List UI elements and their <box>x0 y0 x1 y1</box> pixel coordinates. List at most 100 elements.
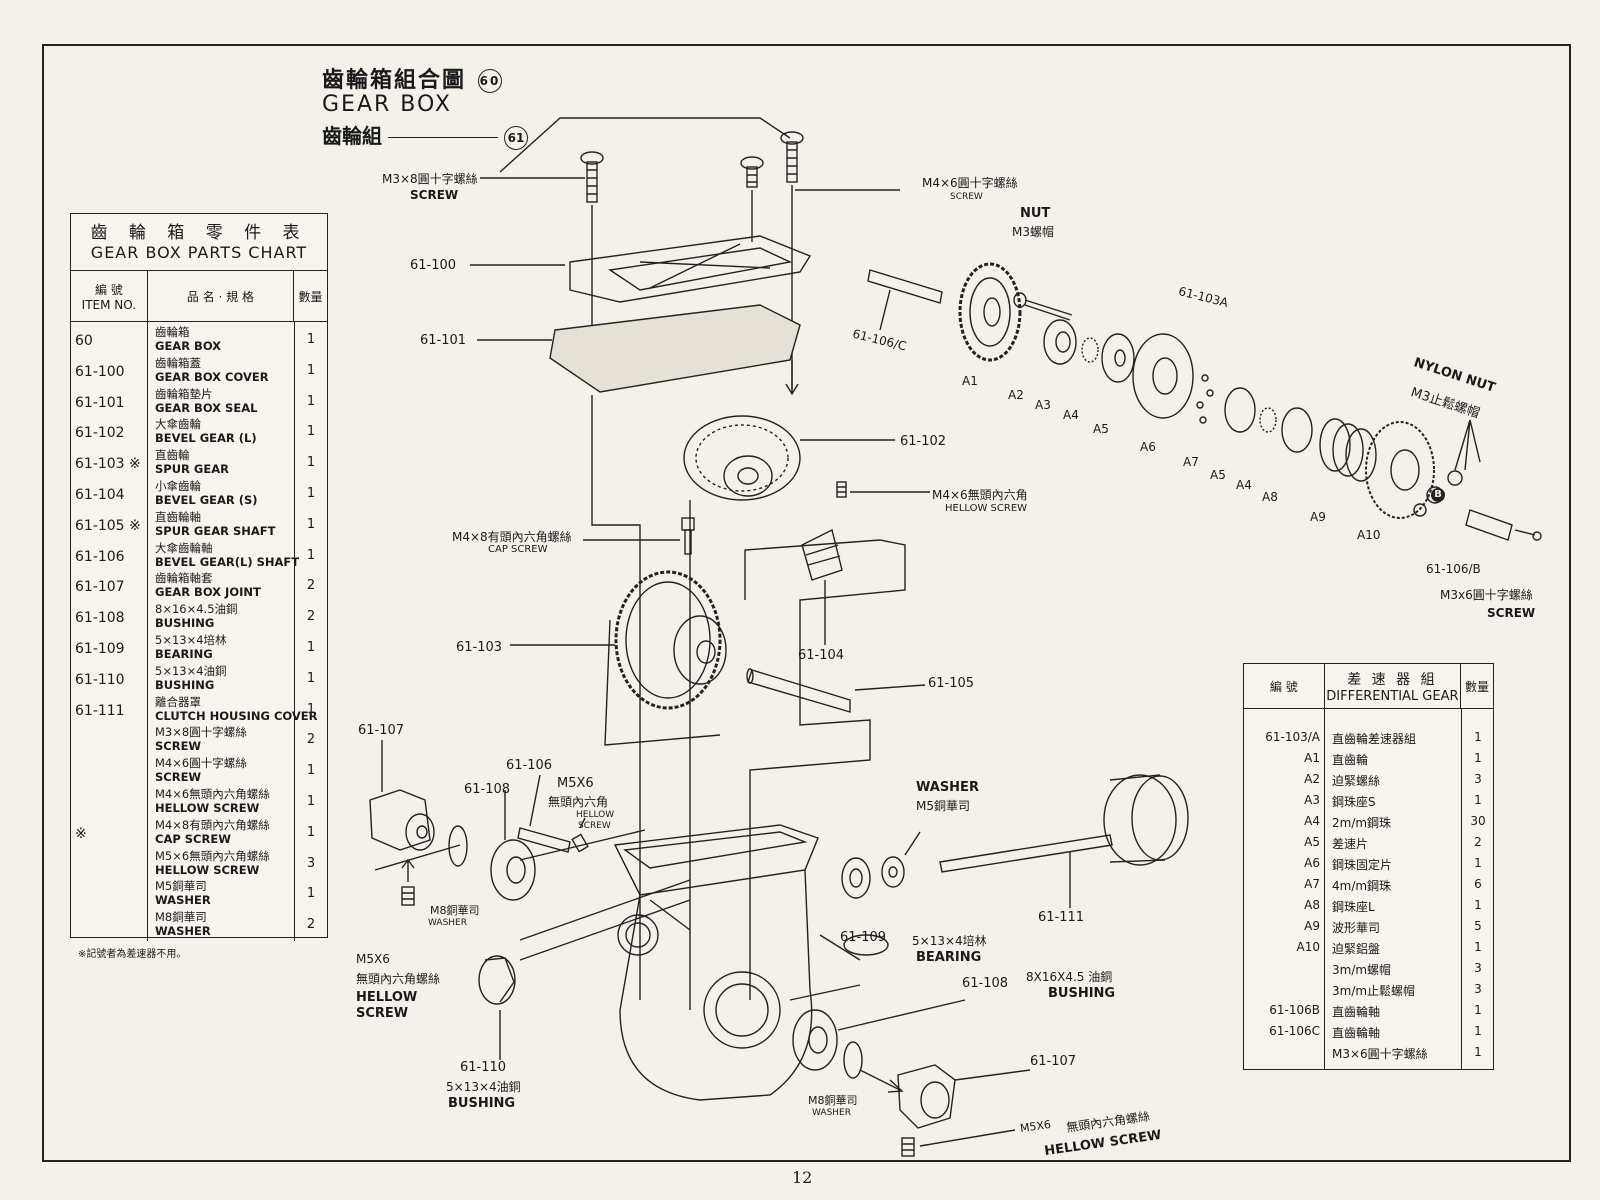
item-name-en: SPUR GEAR <box>155 462 229 477</box>
item-no: 61-103 ※ <box>75 456 141 473</box>
label-61-108: 61-108 <box>464 782 511 797</box>
title-number-badge: 60 <box>478 69 503 93</box>
diff-item-name: 鋼珠座S <box>1332 795 1376 809</box>
item-no: 61-105 ※ <box>75 517 141 534</box>
differential-chart: 編 號 差 速 器 組 DIFFERENTIAL GEAR 數量 61-103/… <box>1243 663 1494 1070</box>
m3x8-screw-icon <box>580 151 604 203</box>
item-name-en: GEAR BOX JOINT <box>155 585 261 600</box>
nut-icon <box>1013 292 1027 308</box>
item-qty: 1 <box>306 393 316 409</box>
gear-box-seal <box>549 304 801 393</box>
item-no: 61-102 <box>75 425 125 442</box>
leader-line <box>499 117 791 173</box>
item-name-zh: M4×6圓十字螺絲 <box>155 756 247 771</box>
label-a9: A9 <box>1310 510 1326 524</box>
seat-a8-icon <box>1281 407 1313 453</box>
diff-item-no: A8 <box>1304 898 1320 912</box>
label-washer-2: WASHER <box>428 918 467 928</box>
cover-rib <box>608 247 793 291</box>
bushing-61-110-icon <box>478 955 516 1005</box>
parts-chart-column-headers: 編 號 ITEM NO. 品 名 · 規 格 數量 <box>71 271 327 322</box>
parts-chart-footnote: ※記號者為差速器不用。 <box>78 949 187 960</box>
diff-col-no: 編 號 <box>1244 664 1325 708</box>
label-hellow-screw: HELLOW SCREW <box>945 503 1028 514</box>
label-screw-3: SCREW <box>1487 606 1536 620</box>
label-bushing-2: BUSHING <box>448 1096 516 1111</box>
label-61-111: 61-111 <box>1038 910 1085 925</box>
leader-line <box>919 1129 1016 1147</box>
label-bearing: BEARING <box>916 950 982 965</box>
label-hellow: HELLOW <box>576 810 615 820</box>
diff-title-en: DIFFERENTIAL GEAR <box>1326 688 1459 704</box>
item-qty: 1 <box>306 547 316 563</box>
item-name-zh: 5×13×4油銅 <box>155 663 227 678</box>
item-no: 61-104 <box>75 487 125 503</box>
item-name-en: GEAR BOX SEAL <box>155 400 258 415</box>
seat-a3-icon <box>1043 319 1077 365</box>
item-name-zh: 齒輪箱軸套 <box>155 571 213 586</box>
label-nut-m3: M3螺帽 <box>1012 225 1054 239</box>
diff-item-name: 迫緊鋁盤 <box>1332 942 1381 956</box>
diff-item-name: M3×6圓十字螺絲 <box>1332 1047 1428 1061</box>
column-divider <box>294 322 295 941</box>
label-a7: A7 <box>1183 455 1199 469</box>
diagram-title-en: GEAR BOX <box>322 92 452 117</box>
leader-line <box>1454 419 1481 471</box>
diff-item-no: A7 <box>1304 877 1320 891</box>
diff-item-no: A2 <box>1304 772 1320 786</box>
subtitle-zh-text: 齒輪組 <box>322 124 382 148</box>
label-a1: A1 <box>962 374 978 388</box>
label-hellow-left: HELLOW <box>356 990 418 1005</box>
item-qty: 2 <box>306 609 316 625</box>
m3x8-screw-icon <box>780 131 804 183</box>
item-no: 61-100 <box>75 363 125 380</box>
item-name-zh: 大傘齒輪軸 <box>155 540 213 555</box>
label-hellow-m4x6: M4×6無頭內六角 <box>932 488 1028 502</box>
label-nut: NUT <box>1020 206 1051 221</box>
hellow-screw-icon <box>901 1137 915 1157</box>
bevel-gear-large-icon <box>683 415 801 501</box>
item-name-en: HELLOW SCREW <box>155 801 260 815</box>
item-name-zh: 齒輪箱 <box>155 325 190 339</box>
item-qty: 1 <box>306 701 316 717</box>
item-name-en: BUSHING <box>155 677 215 692</box>
holder-a6-icon <box>1132 333 1194 419</box>
item-name-en: SCREW <box>155 770 202 785</box>
item-name-en: CLUTCH HOUSING COVER <box>155 708 318 723</box>
item-name-zh: M8銅華司 <box>155 910 207 925</box>
label-61-106b: 61-106/B <box>1426 562 1481 576</box>
bearing-61-109-icon <box>841 857 871 899</box>
label-a2: A2 <box>1008 388 1024 402</box>
item-name-zh: 5×13×4培林 <box>155 633 227 647</box>
diff-item-name: 2m/m鋼珠 <box>1332 816 1392 830</box>
diff-item-no: A5 <box>1304 835 1320 849</box>
label-a5: A5 <box>1093 422 1109 436</box>
label-a6: A6 <box>1140 440 1156 454</box>
assembly-line <box>744 539 906 1000</box>
diff-item-qty: 1 <box>1474 1003 1482 1017</box>
parts-chart-header: 齒 輪 箱 零 件 表 GEAR BOX PARTS CHART <box>71 218 327 271</box>
washer-m8-icon <box>843 1041 863 1079</box>
item-no: 61-108 <box>75 610 125 627</box>
label-a10: A10 <box>1357 528 1381 542</box>
diff-item-name: 4m/m鋼珠 <box>1332 879 1392 893</box>
bushing-61-108b-icon <box>792 1009 838 1071</box>
leader-line <box>954 1069 1031 1081</box>
item-name-en: SPUR GEAR SHAFT <box>155 523 276 538</box>
item-qty: 1 <box>306 640 316 655</box>
item-name-en: BEARING <box>155 647 213 661</box>
washer-m5-icon <box>881 856 905 888</box>
wave-washers-a9-icon <box>1319 418 1377 482</box>
page-number: 12 <box>792 1168 813 1187</box>
